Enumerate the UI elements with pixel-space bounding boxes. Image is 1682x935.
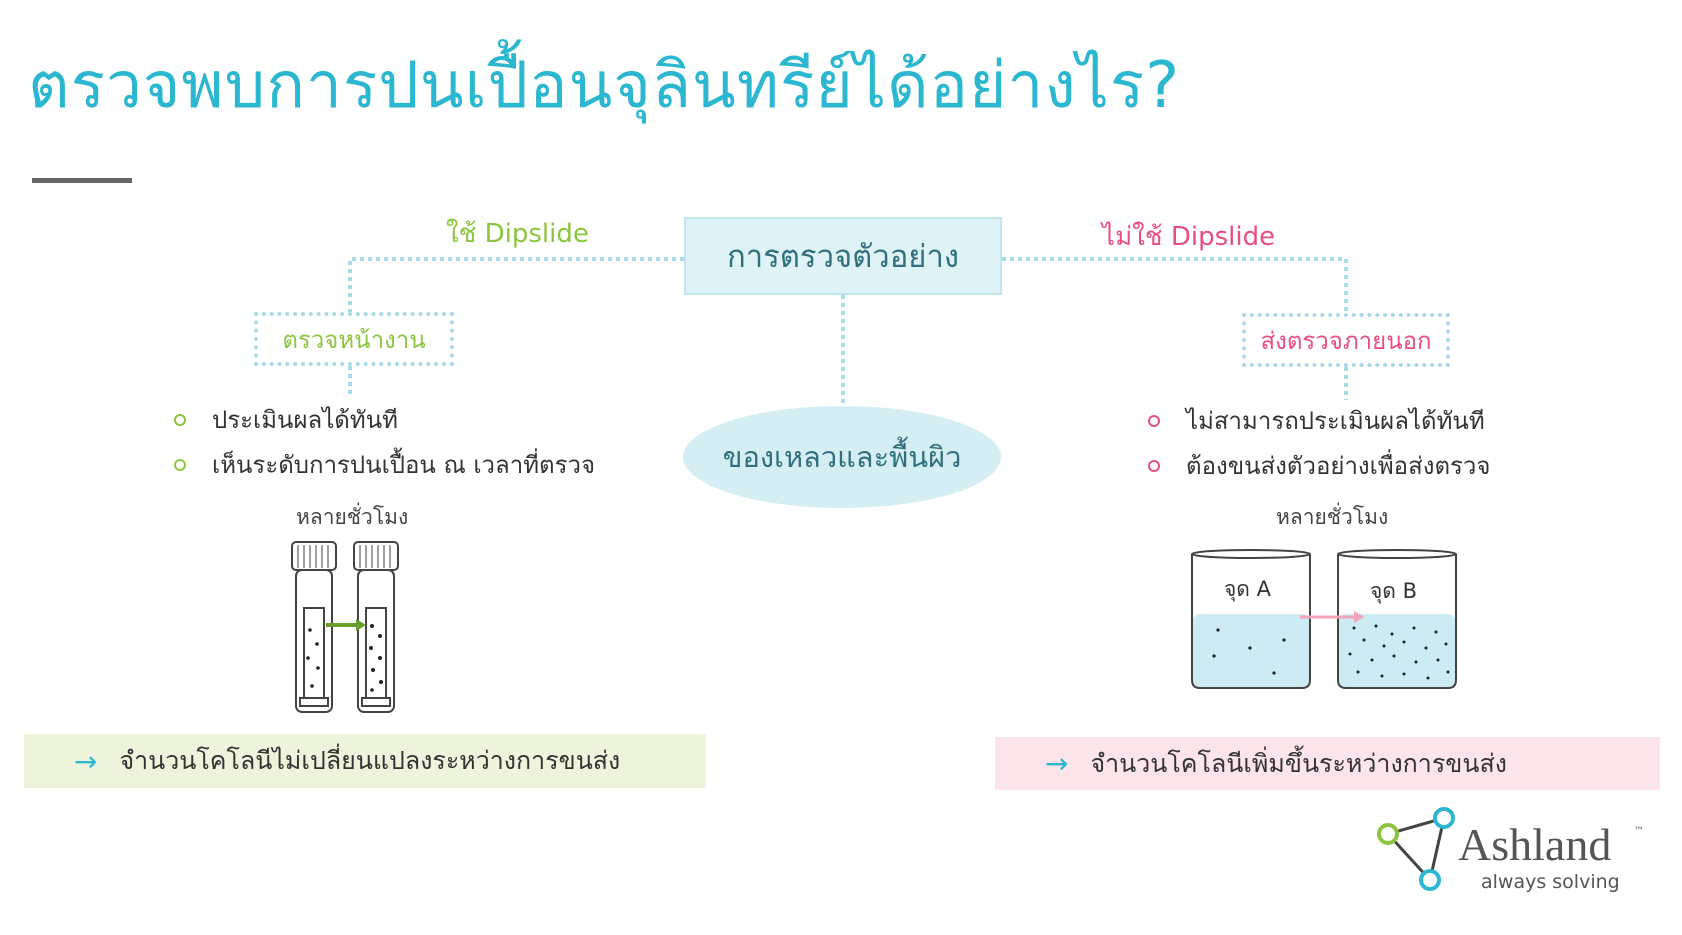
bullet-circle-icon [174, 458, 186, 471]
point-a-label: จุด A [1224, 577, 1272, 602]
logo-tagline: always solving [1481, 871, 1620, 893]
dipslide-tubes-illustration [291, 541, 399, 713]
right-subbox: ส่งตรวจภายนอก [1242, 313, 1450, 367]
left-subbox: ตรวจหน้างาน [254, 312, 454, 366]
beaker-icon [1191, 549, 1311, 689]
arrow-right-icon: → [1045, 747, 1069, 780]
left-result-band: → จำนวนโคโลนีไม่เปลี่ยนแปลงระหว่างการขนส… [24, 734, 706, 788]
arrow-right-icon: → [74, 744, 98, 778]
right-result-band: → จำนวนโคโลนีเพิ่มขึ้นระหว่างการขนส่ง [995, 737, 1660, 790]
transport-beakers-illustration: จุด A จุด B [1191, 549, 1457, 689]
dipslide-tube-icon [353, 541, 399, 713]
connector-center-right [1002, 257, 1348, 313]
molecule-icon [1377, 807, 1455, 891]
arrow-right-icon [1300, 611, 1364, 623]
right-time-label: หลายชั่วโมง [1276, 505, 1389, 529]
list-item: ประเมินผลได้ทันที [174, 397, 595, 442]
connector-center-left [348, 257, 684, 312]
ashland-logo-mark [1377, 807, 1455, 891]
bullet-circle-icon [1148, 414, 1160, 427]
point-b-label: จุด B [1370, 579, 1417, 604]
left-branch-label: ใช้ Dipslide [446, 219, 589, 249]
bullet-circle-icon [1148, 459, 1160, 472]
list-item: ไม่สามารถประเมินผลได้ทันที [1148, 398, 1490, 443]
logo-trademark: ™ [1634, 826, 1644, 837]
title-underline [32, 178, 132, 183]
bullet-circle-icon [174, 413, 186, 426]
arrow-right-icon [326, 619, 366, 631]
left-bullet-list: ประเมินผลได้ทันที เห็นระดับการปนเปื้อน ณ… [174, 397, 595, 487]
bottom-node-label: ของเหลวและพื้นผิว [722, 440, 962, 474]
list-item: เห็นระดับการปนเปื้อน ณ เวลาที่ตรวจ [174, 442, 595, 487]
center-node: การตรวจตัวอย่าง [684, 217, 1002, 295]
left-time-label: หลายชั่วโมง [296, 505, 409, 529]
left-result-text: จำนวนโคโลนีไม่เปลี่ยนแปลงระหว่างการขนส่ง [119, 746, 621, 775]
page-title: ตรวจพบการปนเปื้อนจุลินทรีย์ได้อย่างไร? [28, 49, 1181, 123]
right-result-text: จำนวนโคโลนีเพิ่มขึ้นระหว่างการขนส่ง [1090, 748, 1507, 778]
right-branch-label: ไม่ใช้ Dipslide [1102, 222, 1276, 252]
logo-wordmark: Ashland [1458, 819, 1612, 870]
beaker-icon [1337, 549, 1457, 689]
list-item: ต้องขนส่งตัวอย่างเพื่อส่งตรวจ [1148, 443, 1490, 488]
right-bullet-list: ไม่สามารถประเมินผลได้ทันที ต้องขนส่งตัวอ… [1148, 398, 1490, 488]
bottom-node-ellipse: ของเหลวและพื้นผิว [683, 406, 1001, 508]
